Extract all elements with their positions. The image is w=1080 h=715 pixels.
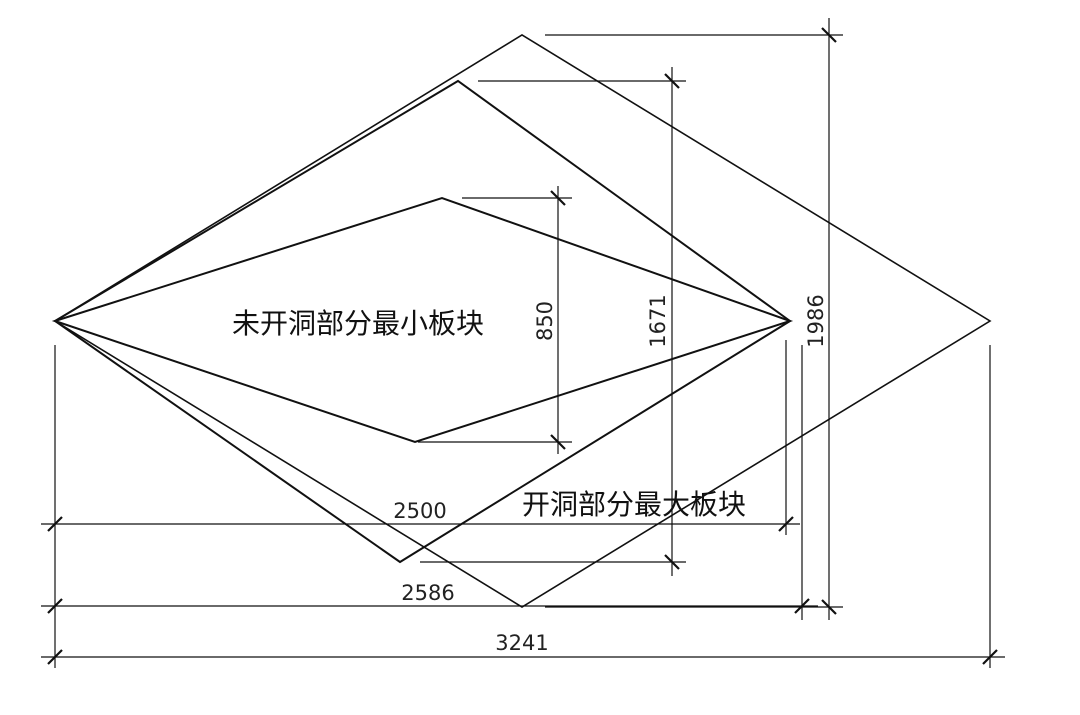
dim-850 <box>418 186 572 454</box>
unopened-min-panel-outline <box>51 196 794 444</box>
dim-2586 <box>41 345 818 620</box>
dim-1671 <box>420 67 686 576</box>
dim-1986 <box>545 18 843 620</box>
unopened-min-panel-label: 未开洞部分最小板块 <box>232 307 484 340</box>
dim-2500 <box>41 340 800 540</box>
dim-1986-text: 1986 <box>804 294 828 347</box>
dim-850-text: 850 <box>533 301 557 341</box>
dim-2500-text: 2500 <box>393 499 446 523</box>
dim-3241-text: 3241 <box>495 631 548 655</box>
largest-panel-outline <box>53 34 992 608</box>
dim-1671-text: 1671 <box>646 294 670 347</box>
dim-3241 <box>41 345 1005 668</box>
dim-2586-text: 2586 <box>401 581 454 605</box>
opened-max-panel-label: 开洞部分最大板块 <box>522 488 746 521</box>
